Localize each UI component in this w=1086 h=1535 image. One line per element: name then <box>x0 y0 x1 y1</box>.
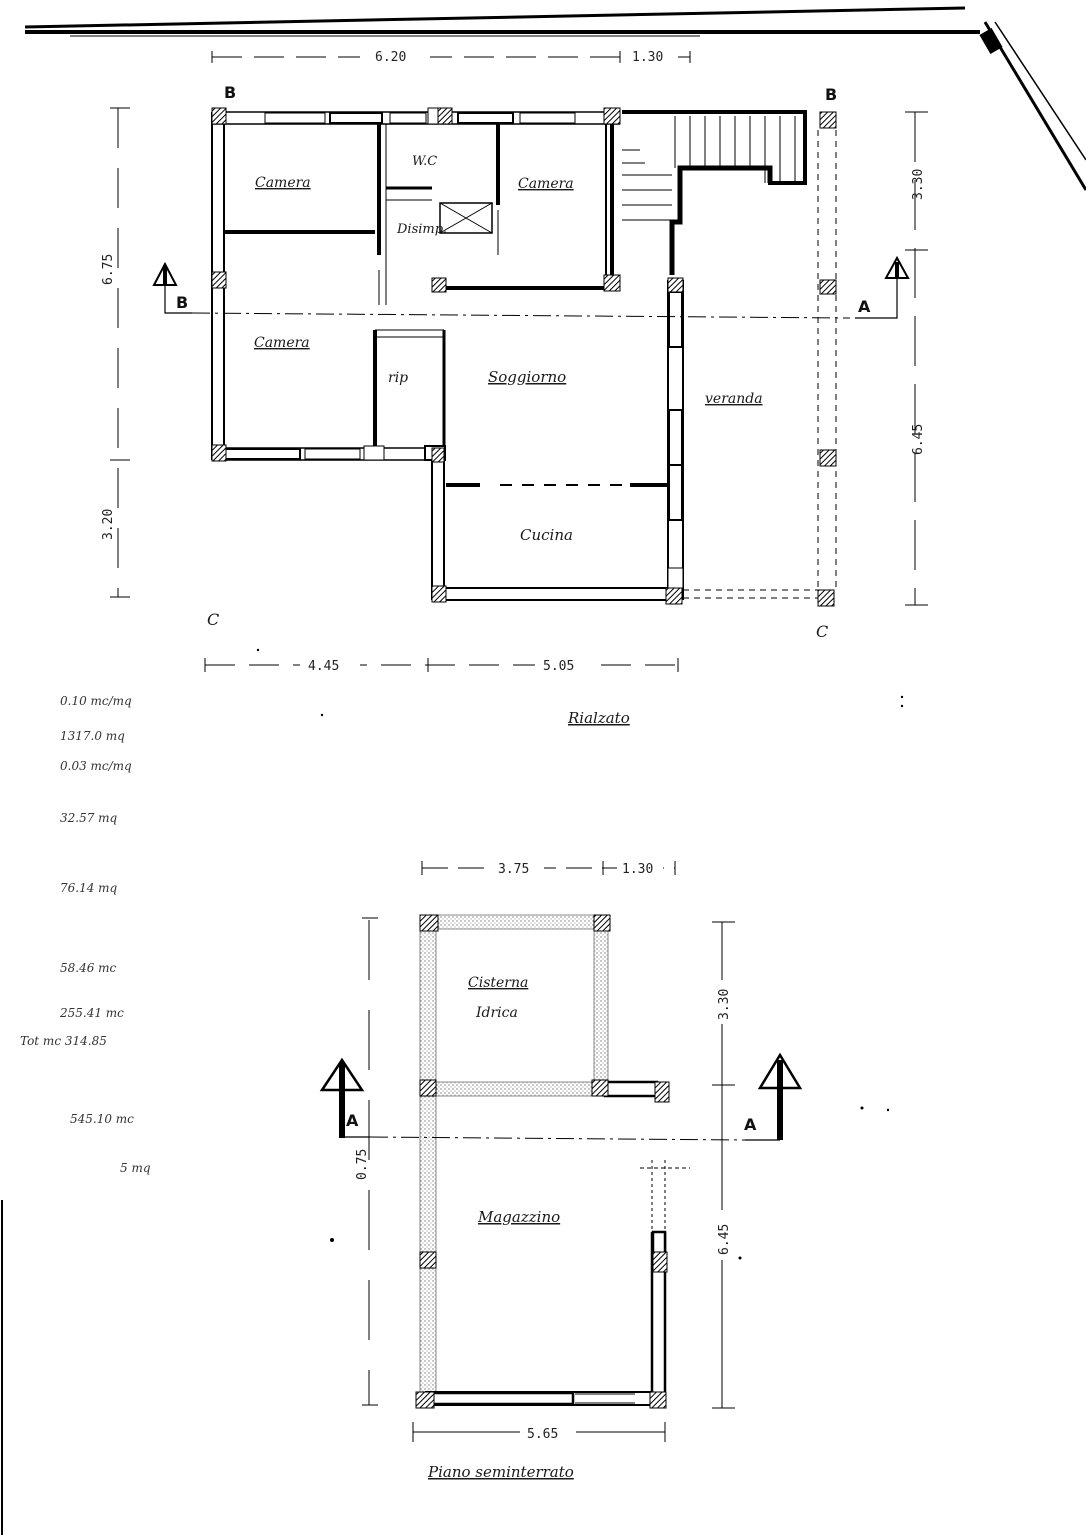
note-6: 58.46 mc <box>60 961 117 975</box>
lower-dim-right-upper: 3.30 <box>717 989 732 1020</box>
lower-section-line <box>319 1052 803 1141</box>
note-2: 1317.0 mq <box>60 729 125 743</box>
room-camera-3: Camera <box>254 335 310 351</box>
mark-b-top-left: B <box>224 83 236 102</box>
sheet-border <box>1 6 1086 1535</box>
lower-dim-left-mid: 0.75 <box>355 1149 370 1180</box>
lower-walls-solid <box>425 1080 690 1406</box>
upper-room-labels: Camera W.C Camera Disimp. Camera rip Sog… <box>254 154 763 544</box>
dim-bottom-left: 4.45 <box>308 659 339 674</box>
upper-plan-caption: Rialzato <box>567 709 630 727</box>
note-8: Tot mc 314.85 <box>20 1034 107 1048</box>
room-disimp: Disimp. <box>396 222 447 237</box>
dim-right-upper: 3.30 <box>911 169 926 200</box>
lower-mark-a-right: A <box>744 1115 757 1134</box>
room-camera-1: Camera <box>255 175 311 191</box>
room-camera-2: Camera <box>518 176 574 192</box>
lower-left-dimension: 0.75 <box>355 917 378 1406</box>
lower-top-dimension: 3.75 1.30 <box>421 859 676 877</box>
lower-bottom-dimension: 5.65 <box>412 1422 666 1442</box>
lower-columns <box>415 914 670 1409</box>
veranda-outline <box>683 130 837 599</box>
dim-left-lower: 3.20 <box>101 509 116 540</box>
lower-room-labels: Cisterna Idrica Magazzino <box>468 975 560 1226</box>
lower-mark-a-left: A <box>346 1111 359 1130</box>
lower-dim-top-main: 3.75 <box>498 862 529 877</box>
dim-top-main: 6.20 <box>375 50 406 65</box>
dim-bottom-right: 5.05 <box>543 659 574 674</box>
dim-right-lower: 6.45 <box>911 424 926 455</box>
notes-column: 0.10 mc/mq 1317.0 mq 0.03 mc/mq 32.57 mq… <box>20 694 151 1175</box>
upper-plan: 6.20 1.30 6.75 3.20 3.30 6.45 <box>101 47 928 727</box>
lower-right-dimension: 3.30 6.45 <box>712 921 735 1409</box>
room-soggiorno: Soggiorno <box>488 368 566 386</box>
room-wc: W.C <box>412 154 437 169</box>
upper-top-dimension: 6.20 1.30 <box>211 47 691 65</box>
note-1: 0.10 mc/mq <box>60 694 132 708</box>
note-3: 0.03 mc/mq <box>60 759 132 773</box>
room-cisterna: Cisterna <box>468 975 528 991</box>
mark-c-bottom-left: C <box>207 610 219 629</box>
room-idrica: Idrica <box>475 1005 518 1021</box>
lower-dim-right-lower: 6.45 <box>717 1224 732 1255</box>
lower-dim-bottom: 5.65 <box>527 1427 558 1442</box>
room-veranda: veranda <box>705 391 763 407</box>
note-7: 255.41 mc <box>59 1006 124 1020</box>
dim-top-side: 1.30 <box>632 50 663 65</box>
lower-plan: 3.75 1.30 3.30 6.45 0.75 <box>319 859 803 1481</box>
scan-specks <box>256 648 904 1260</box>
room-cucina: Cucina <box>520 526 573 544</box>
note-4: 32.57 mq <box>60 811 118 825</box>
note-5: 76.14 mq <box>60 881 118 895</box>
lower-plan-caption: Piano seminterrato <box>427 1463 574 1481</box>
mark-b-top-right: B <box>825 85 837 104</box>
upper-bottom-dimension: 4.45 5.05 <box>204 656 679 674</box>
staircase <box>622 110 807 275</box>
upper-columns <box>211 107 837 607</box>
lower-dim-top-side: 1.30 <box>622 862 653 877</box>
note-10: 5 mq <box>120 1161 151 1175</box>
mark-a-arrow: A <box>858 297 871 316</box>
room-rip: rip <box>388 370 408 386</box>
upper-right-dimension: 3.30 6.45 <box>905 111 928 606</box>
dim-left-upper: 6.75 <box>101 254 116 285</box>
mark-c-bottom-right: C <box>816 622 828 641</box>
note-9: 545.10 mc <box>70 1112 134 1126</box>
upper-interior-walls <box>224 124 668 487</box>
upper-left-dimension: 6.75 3.20 <box>101 107 130 598</box>
mark-b-arrow: B <box>176 293 188 312</box>
upper-section-line <box>152 255 910 319</box>
room-magazzino: Magazzino <box>477 1208 560 1226</box>
